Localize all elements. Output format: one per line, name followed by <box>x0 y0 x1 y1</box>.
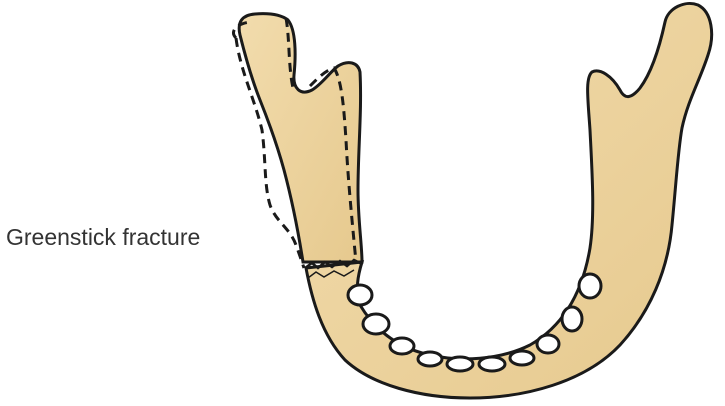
fracture-label: Greenstick fracture <box>6 224 200 251</box>
tooth-socket <box>510 351 534 365</box>
tooth-socket <box>348 285 372 305</box>
tooth-socket <box>363 314 389 334</box>
tooth-socket <box>579 274 601 298</box>
left-ramus <box>239 14 362 262</box>
tooth-socket <box>447 357 473 371</box>
tooth-socket <box>390 338 414 354</box>
tooth-socket <box>537 335 559 353</box>
mandible-body <box>306 4 712 398</box>
tooth-socket <box>418 352 442 366</box>
tooth-socket <box>479 357 505 371</box>
tooth-socket <box>562 307 582 331</box>
